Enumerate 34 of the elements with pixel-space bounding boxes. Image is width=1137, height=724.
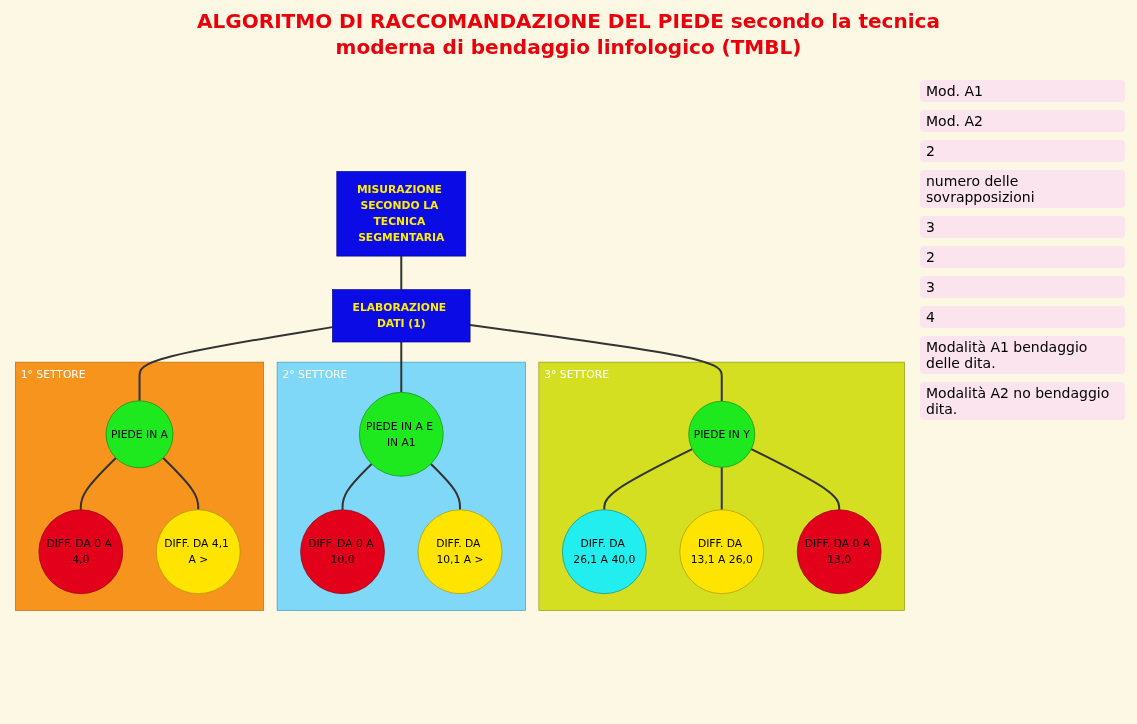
note-label: 2	[920, 246, 1125, 268]
connector	[430, 463, 461, 510]
note-label: Mod. A1	[920, 80, 1125, 102]
node-circle: PIEDE IN Y	[688, 400, 756, 468]
note-label: 3	[920, 276, 1125, 298]
diagram-title: ALGORITMO DI RACCOMANDAZIONE DEL PIEDE secondo la tecnica moderna di bendaggio linfologico (TMBL)	[196, 8, 941, 60]
node-circle: DIFF. DA 26,1 A 40,0	[562, 509, 647, 594]
note-label: 4	[920, 306, 1125, 328]
connector	[720, 467, 723, 510]
node-circle: DIFF. DA 0 A 10,0	[300, 509, 385, 594]
node-circle: DIFF. DA 4,1 A >	[155, 509, 241, 594]
node-box: MISURAZIONE SECONDO LA TECNICA SEGMENTARIA	[336, 171, 467, 257]
connector	[138, 326, 333, 401]
note-label: numero delle sovrapposizioni	[920, 170, 1125, 208]
node-circle: DIFF. DA 13,1 A 26,0	[679, 509, 765, 594]
connector	[469, 324, 723, 402]
node-circle: DIFF. DA 0 A 4,0	[38, 509, 124, 594]
note-label: Modalità A1 bendaggio delle dita.	[920, 336, 1125, 374]
note-label: 2	[920, 140, 1125, 162]
note-label: Mod. A2	[920, 110, 1125, 132]
note-label: Modalità A2 no bendaggio dita.	[920, 382, 1125, 420]
note-label: 3	[920, 216, 1125, 238]
connector	[162, 457, 200, 510]
connector	[603, 448, 693, 510]
connector	[341, 463, 373, 510]
connector	[750, 448, 841, 510]
node-box: ELABORAZIONE DATI (1)	[332, 289, 471, 343]
connector	[400, 256, 403, 290]
node-circle: PIEDE IN A E IN A1	[359, 392, 444, 477]
connector	[79, 457, 117, 510]
node-circle: PIEDE IN A	[105, 400, 174, 469]
connector	[400, 342, 403, 393]
node-circle: DIFF. DA 0 A 13,0	[796, 509, 882, 594]
node-circle: DIFF. DA 10,1 A >	[417, 509, 503, 594]
